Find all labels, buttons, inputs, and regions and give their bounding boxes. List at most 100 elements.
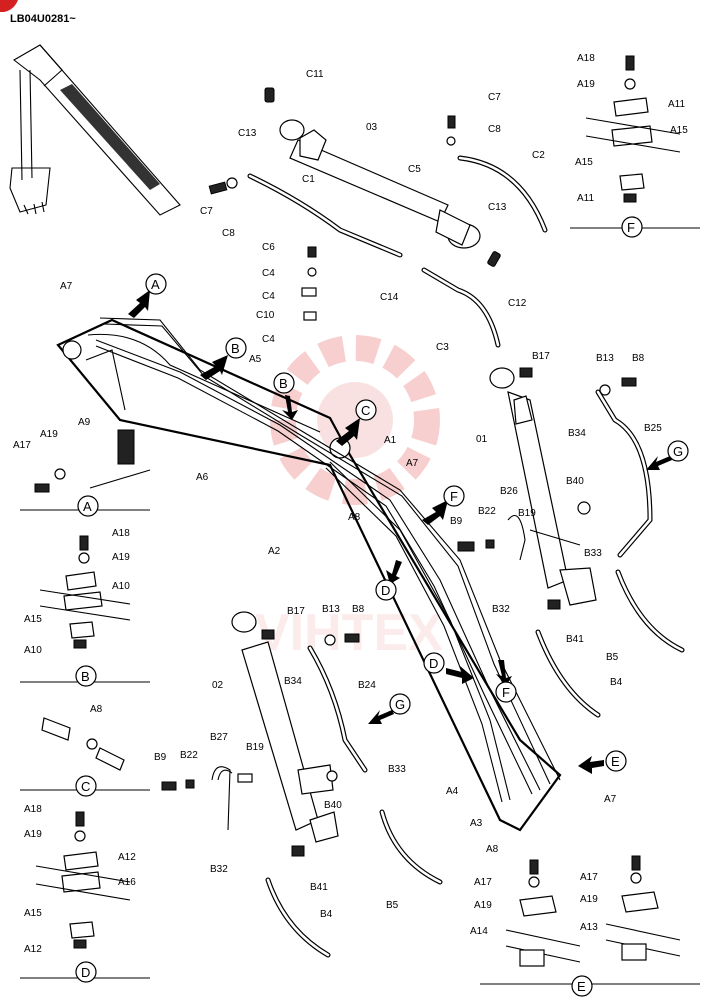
arrow-g-icon <box>646 456 672 470</box>
svg-text:A13: A13 <box>580 922 598 933</box>
detail-view-e: E A17 A19 A14 A17 A19 A13 <box>470 855 700 997</box>
label-c4b: C4 <box>262 291 275 302</box>
svg-text:G: G <box>395 697 405 712</box>
label-c7: C7 <box>200 206 213 217</box>
svg-text:F: F <box>627 220 635 235</box>
svg-text:B: B <box>231 341 240 356</box>
label-c8b: C8 <box>488 124 501 135</box>
hose-b5-right <box>615 569 685 653</box>
boom-pipes-a <box>95 317 561 803</box>
watermark-text: VIHTEX <box>255 604 443 662</box>
hose-b5-left <box>379 809 443 885</box>
svg-text:A19: A19 <box>24 829 42 840</box>
svg-text:B: B <box>279 376 288 391</box>
label-c6: C6 <box>262 242 275 253</box>
label-b22: B22 <box>478 506 496 517</box>
label-a2: A2 <box>268 546 281 557</box>
svg-text:D: D <box>429 656 438 671</box>
svg-text:A14: A14 <box>470 926 488 937</box>
view-arrows <box>128 290 672 774</box>
svg-text:A17: A17 <box>13 440 31 451</box>
arrow-b-icon <box>200 355 228 380</box>
label-b41: B41 <box>566 634 584 645</box>
label-c11: C11 <box>306 69 324 80</box>
circle-label-f: F <box>443 485 465 507</box>
svg-text:C: C <box>81 779 90 794</box>
svg-text:E: E <box>611 754 620 769</box>
svg-text:A15: A15 <box>24 614 42 625</box>
label-a8b: A8 <box>486 844 499 855</box>
svg-text:A19: A19 <box>474 900 492 911</box>
label-b32: B32 <box>492 604 510 615</box>
label-b13b: B13 <box>322 604 340 615</box>
boom-structure <box>56 318 562 832</box>
label-c8: C8 <box>222 228 235 239</box>
label-b8b: B8 <box>352 604 365 615</box>
fittings-c <box>208 115 456 321</box>
label-b17: B17 <box>532 351 550 362</box>
arrow-f-icon <box>422 500 448 525</box>
svg-text:F: F <box>450 489 458 504</box>
label-b34: B34 <box>568 428 586 439</box>
label-01: 01 <box>476 434 488 445</box>
label-c12: C12 <box>508 298 527 309</box>
label-a7: A7 <box>60 281 73 292</box>
label-a5: A5 <box>249 354 262 365</box>
label-b19: B19 <box>518 508 536 519</box>
arrow-b2-icon <box>282 395 298 420</box>
svg-text:C: C <box>361 403 370 418</box>
label-c2: C2 <box>532 150 545 161</box>
svg-text:A19: A19 <box>112 552 130 563</box>
cylinder-01 <box>489 367 597 606</box>
detail-view-c: C A8 <box>20 704 150 797</box>
svg-text:E: E <box>577 979 586 994</box>
label-b24: B24 <box>358 680 376 691</box>
label-b19b: B19 <box>246 742 264 753</box>
label-b40b: B40 <box>324 800 342 811</box>
label-b41b: B41 <box>310 882 328 893</box>
svg-text:F: F <box>502 685 510 700</box>
svg-text:A9: A9 <box>78 417 91 428</box>
drawing-code: LB04U0281~ <box>10 13 76 25</box>
svg-text:A10: A10 <box>112 581 130 592</box>
hose-b4-left <box>265 877 331 958</box>
cylinder-02 <box>231 611 339 843</box>
svg-text:A10: A10 <box>24 645 42 656</box>
label-02: 02 <box>212 680 224 691</box>
svg-text:B: B <box>81 669 90 684</box>
arrow-g2-icon <box>368 710 394 724</box>
label-b17b: B17 <box>287 606 305 617</box>
label-b13: B13 <box>596 353 614 364</box>
label-b33b: B33 <box>388 764 406 775</box>
label-c14: C14 <box>380 292 399 303</box>
arrow-letter-circles: A B B C D E F F G G D <box>145 273 689 772</box>
arrow-a-icon <box>128 290 150 318</box>
detail-view-a: A A17 A19 A9 <box>13 417 151 517</box>
part-labels: C11 03 C13 C1 C7 C8 C7 C8 C5 C2 C13 C12 … <box>60 69 662 920</box>
label-b4b: B4 <box>320 909 333 920</box>
svg-text:A12: A12 <box>24 944 42 955</box>
detail-view-b: B A18 A19 A10 A15 A10 <box>20 528 150 687</box>
detail-view-f: F A18 A19 A11 A15 A15 A11 <box>570 53 700 238</box>
label-c3: C3 <box>436 342 449 353</box>
hose-b25 <box>595 389 653 558</box>
arrow-d-icon <box>386 560 402 584</box>
arrow-e-icon <box>578 756 604 774</box>
label-a6: A6 <box>196 472 209 483</box>
label-a3: A3 <box>470 818 483 829</box>
label-03: 03 <box>366 122 378 133</box>
label-b34b: B34 <box>284 676 302 687</box>
label-c5: C5 <box>408 164 421 175</box>
label-b9b: B9 <box>154 752 167 763</box>
svg-text:D: D <box>381 583 390 598</box>
label-a1: A1 <box>384 435 397 446</box>
label-a4: A4 <box>446 786 459 797</box>
svg-text:A19: A19 <box>40 429 58 440</box>
hose-b24 <box>307 645 368 773</box>
svg-text:A12: A12 <box>118 852 136 863</box>
circle-label-f2: F <box>495 681 517 703</box>
label-b40: B40 <box>566 476 584 487</box>
label-a7c: A7 <box>604 794 617 805</box>
label-c13b: C13 <box>488 202 507 213</box>
